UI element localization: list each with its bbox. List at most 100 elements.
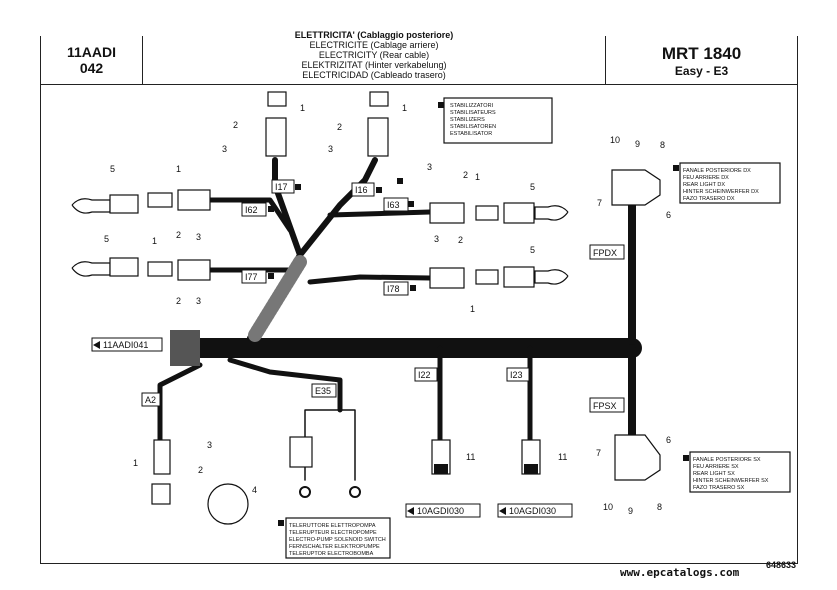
marker-i63 [408, 201, 414, 207]
connector-a2-housing [151, 483, 171, 505]
connector-i63-plug [429, 202, 465, 224]
model-block: MRT 1840 Easy - E3 [605, 36, 798, 84]
label-box-a2 [141, 392, 161, 407]
callout-5-lower: 5 [104, 234, 109, 244]
callout-2-i77: 2 [176, 296, 181, 306]
label-box-i78 [383, 281, 409, 296]
connector-i77-housing [147, 261, 173, 277]
marker-light-right [673, 165, 679, 171]
light-r-legend-3: HINTER SCHEINWERFER DX [683, 189, 759, 195]
arrow-bottom1-ref [407, 507, 414, 515]
connector-e35-relay [289, 436, 313, 468]
marker-i16 [376, 187, 382, 193]
marker-pump [278, 520, 284, 526]
label-e35: E35 [315, 386, 331, 396]
stab-legend-3: STABILISATOREN [450, 124, 496, 130]
title-it: ELETTRICITA' (Cablaggio posteriore) [294, 30, 454, 40]
callout-2-a2: 2 [198, 465, 203, 475]
multilingual-title: ELETTRICITA' (Cablaggio posteriore) ELEC… [143, 30, 605, 80]
connector-i62-housing [147, 192, 173, 208]
light-l-legend-1: FEU ARRIERE SX [693, 464, 739, 470]
callout-5-i63: 5 [530, 182, 535, 192]
pump-legend-box [285, 517, 391, 559]
marker-stabilizer [438, 102, 444, 108]
connector-i78-housing [475, 269, 499, 285]
callout-4: 4 [252, 485, 257, 495]
ring-terminal-left [299, 486, 311, 498]
drawing-code: 11AADI 042 [40, 36, 143, 84]
ref-box-bottom1 [405, 503, 481, 518]
stab-legend-4: ESTABILISATOR [450, 131, 492, 137]
callout-6-left: 6 [666, 435, 671, 445]
detail-circle [207, 483, 249, 525]
label-box-i22 [414, 367, 438, 382]
light-r-legend-0: FANALE POSTERIORE DX [683, 168, 751, 174]
callout-3-a2: 3 [207, 440, 212, 450]
callout-2-i17: 2 [233, 120, 238, 130]
sensor-5-right-lower-plug [503, 266, 535, 288]
marker-i78 [410, 285, 416, 291]
callout-1-a2: 1 [133, 458, 138, 468]
label-i62: I62 [245, 205, 258, 215]
callout-2-i63: 2 [463, 170, 468, 180]
model-variant: Easy - E3 [674, 64, 729, 78]
marker-i17 [295, 184, 301, 190]
label-box-i17 [271, 179, 295, 194]
light-l-legend-2: REAR LIGHT SX [693, 471, 735, 477]
light-l-legend-3: HINTER SCHEINWERFER SX [693, 478, 769, 484]
branch-i62 [207, 197, 293, 233]
i23-plug-body [524, 464, 538, 474]
pump-legend-3: FERNSCHALTER ELEKTROPUMPE [289, 544, 380, 550]
light-left-legend-box [689, 451, 791, 493]
ref-bottom1: 10AGDI030 [417, 506, 464, 516]
ring-terminal-right [349, 486, 361, 498]
stab-legend-2: STABILIZERS [450, 117, 485, 123]
sensor-5-right-upper-plug [503, 202, 535, 224]
callout-3-i77: 3 [196, 296, 201, 306]
sensor-5-right-upper [534, 205, 569, 221]
title-block: 11AADI 042 ELETTRICITA' (Cablaggio poste… [40, 30, 798, 85]
branch-e35 [227, 357, 343, 413]
light-l-legend-0: FANALE POSTERIORE SX [693, 457, 761, 463]
callout-7-right: 7 [597, 198, 602, 208]
callout-2-i78: 2 [458, 235, 463, 245]
label-i77: I77 [245, 272, 258, 282]
callout-3-i63: 3 [427, 162, 432, 172]
sensor-5-lower-plug [109, 257, 139, 277]
code-line-1: 11AADI [66, 44, 117, 60]
ref-left: 11AADI041 [103, 340, 148, 350]
label-a2: A2 [145, 395, 156, 405]
callout-8-right: 8 [660, 140, 665, 150]
label-i23: I23 [510, 370, 523, 380]
model-name: MRT 1840 [661, 44, 742, 63]
callout-10-left: 10 [603, 502, 613, 512]
callout-11-i23: 11 [558, 452, 567, 462]
callout-10-right: 10 [610, 135, 620, 145]
callout-5-upper: 5 [110, 164, 115, 174]
label-i78: I78 [387, 284, 400, 294]
callout-9-left: 9 [628, 506, 633, 516]
light-right-legend-box [679, 162, 781, 204]
code-line-2: 042 [79, 60, 104, 76]
pump-legend-0: TELERUTTORE ELETTROPOMPA [289, 523, 376, 529]
rear-light-left [614, 434, 661, 481]
drawing-frame [40, 84, 798, 564]
stab-legend-1: STABILISATEURS [450, 110, 496, 116]
stab-legend-0: STABILIZZATORI [450, 103, 494, 109]
sensor-5-lower [71, 261, 111, 277]
callout-8-left: 8 [657, 502, 662, 512]
page-id: 648633 [766, 560, 797, 570]
callout-1-i77: 1 [152, 236, 157, 246]
callout-2-i16: 2 [337, 122, 342, 132]
marker-light-left [683, 455, 689, 461]
connector-i16-housing [369, 91, 389, 107]
callout-3-i17: 3 [222, 144, 227, 154]
connector-i62-plug [177, 189, 211, 211]
label-fpsx: FPSX [593, 401, 617, 411]
corrugated-sleeve [248, 255, 307, 342]
label-i63: I63 [387, 200, 400, 210]
pump-legend-4: TELERUPTOR ELECTROBOMBA [289, 551, 374, 557]
pump-legend-2: ELECTRO-PUMP SOLENOID SWITCH [289, 537, 386, 543]
ref-box-left [91, 337, 163, 352]
